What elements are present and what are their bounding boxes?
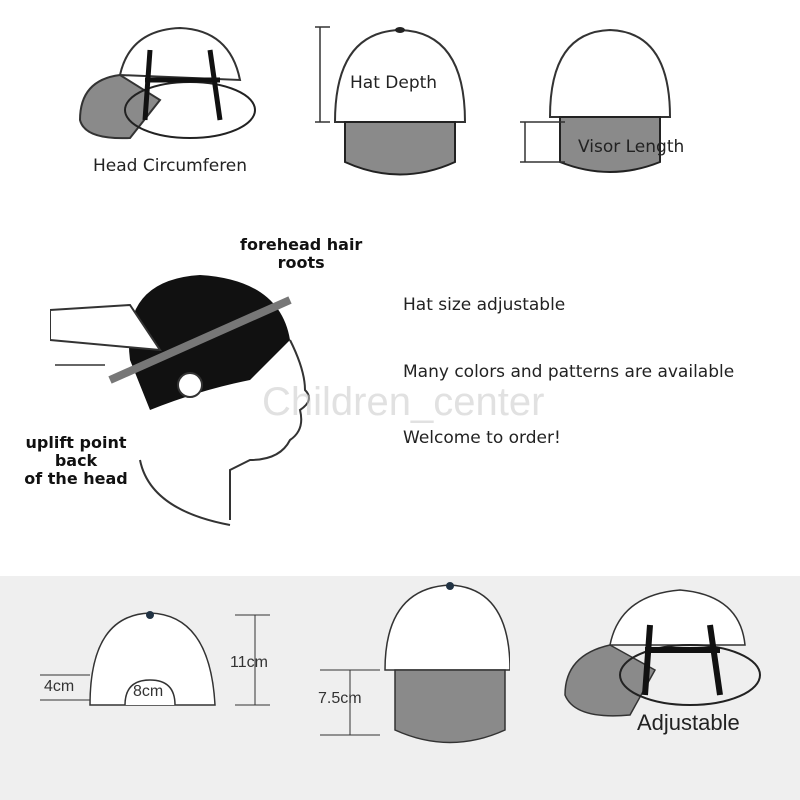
info-line-adjustable: Hat size adjustable [403,295,566,315]
cap-side-view-illustration [78,26,256,140]
info-line-welcome: Welcome to order! [403,428,561,448]
hat-depth-label: Hat Depth [350,73,438,93]
forehead-hair-roots-label: forehead hair roots [240,235,363,272]
uplift-point-label: uplift point back of the head [24,433,128,488]
height-measurement: 11cm [230,654,268,671]
cap-visor-dimension-illustration [320,582,510,744]
head-circumference-label: Head Circumferen [93,156,248,176]
cap-visor-view-illustration [520,28,672,173]
watermark: Children_center [262,380,545,424]
side-measurement: 4cm [44,678,75,695]
back-opening-measurement: 8cm [133,683,164,700]
adjustable-label: Adjustable [637,710,740,735]
info-line-colors: Many colors and patterns are available [403,362,735,382]
head-measurement-illustration [50,275,310,526]
cap-front-view-illustration [315,26,467,176]
cap-back-dimension-illustration [40,611,270,706]
visor-length-label: Visor Length [578,137,685,157]
visor-measurement: 7.5cm [318,690,362,707]
cap-adjustable-illustration [564,589,761,717]
